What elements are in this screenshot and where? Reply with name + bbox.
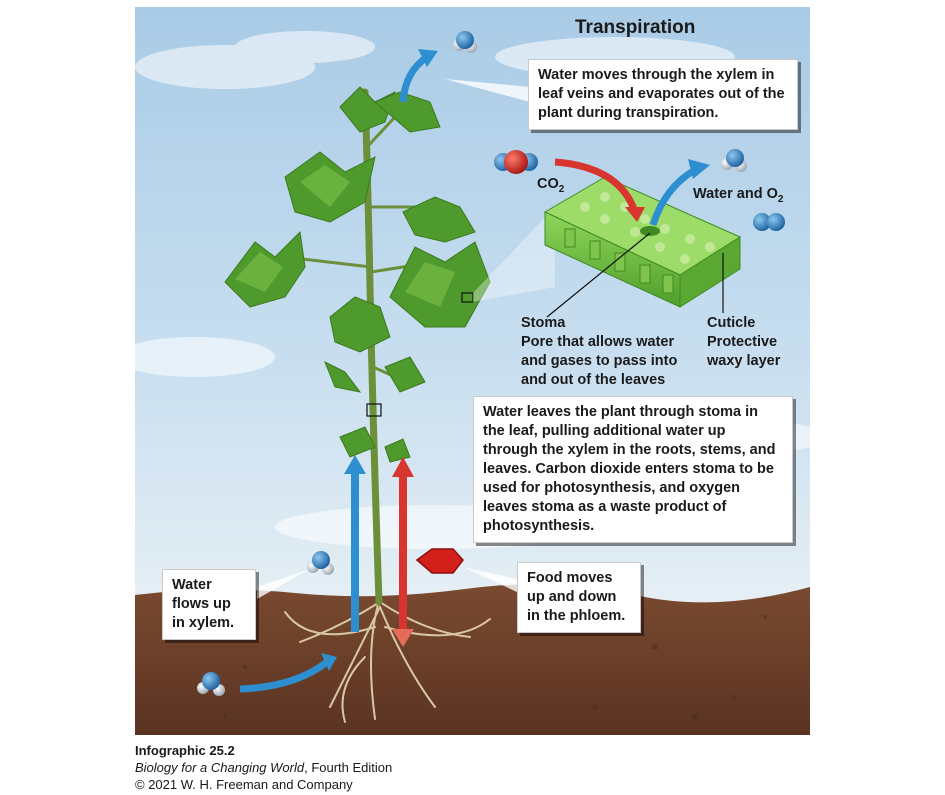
- cuticle-label: Cuticle Protective waxy layer: [707, 314, 797, 371]
- stoma-pointer: [546, 232, 651, 318]
- stoma-pore: [640, 226, 660, 236]
- callout-food-phloem: Food moves up and down in the phloem.: [517, 562, 641, 633]
- callout-stoma-process: Water leaves the plant through stoma in …: [473, 396, 793, 543]
- soil-ground: [135, 584, 810, 735]
- stoma-label: Stoma Pore that allows water and gases t…: [521, 314, 701, 390]
- cuticle-title: Cuticle: [707, 315, 756, 331]
- phloem-arrow-shaft: [399, 475, 407, 630]
- phloem-arrowhead-bottom: [392, 629, 414, 647]
- water-molecule-stoma: [721, 149, 747, 172]
- transpiration-figure: Transpiration Water moves through the xy…: [135, 7, 810, 735]
- co2-molecule: [494, 150, 538, 174]
- caption-book: Biology for a Changing World: [135, 760, 305, 775]
- figure-caption: Infographic 25.2 Biology for a Changing …: [135, 742, 392, 793]
- leaf-cross-section: [543, 176, 742, 308]
- stoma-description: Pore that allows water and gases to pass…: [521, 334, 678, 388]
- pointer-water-callout: [257, 569, 310, 599]
- callout-xylem-leaf-text: Water moves through the xylem in leaf ve…: [538, 67, 785, 121]
- xylem-arrowhead: [344, 455, 366, 474]
- cuticle-description: Protective waxy layer: [707, 334, 781, 369]
- water-out-arrowhead: [688, 159, 710, 179]
- plant-roots: [284, 596, 491, 723]
- pointer-leaf-callout: [445, 79, 530, 102]
- callout-water-xylem-text: Water flows up in xylem.: [172, 577, 235, 631]
- xylem-arrow-shaft: [351, 472, 359, 632]
- water-out-arrow: [649, 166, 697, 227]
- food-molecule-hexagon: [415, 548, 464, 574]
- leaf-zoom-marker: [461, 292, 474, 303]
- soil-texture: [172, 615, 767, 720]
- callout-water-xylem: Water flows up in xylem.: [162, 569, 256, 640]
- callout-food-phloem-text: Food moves up and down in the phloem.: [527, 570, 626, 624]
- caption-edition: , Fourth Edition: [304, 760, 393, 775]
- callout-xylem-leaf: Water moves through the xylem in leaf ve…: [528, 59, 798, 130]
- caption-title: Infographic 25.2: [135, 743, 235, 758]
- zoom-connector: [473, 207, 555, 302]
- stem-zoom-marker: [366, 403, 382, 417]
- figure-title: Transpiration: [575, 17, 696, 38]
- pointer-food-callout: [463, 567, 517, 592]
- water-molecule-xylem: [307, 551, 334, 575]
- root-water-arrowhead: [321, 653, 337, 671]
- phloem-arrowhead-top: [392, 457, 414, 477]
- co2-arrowhead: [625, 207, 645, 222]
- stoma-title: Stoma: [521, 315, 566, 331]
- water-o2-label: Water and O2: [693, 186, 784, 205]
- water-molecule-top: [453, 31, 477, 53]
- co2-arrow: [554, 158, 639, 214]
- caption-copyright: © 2021 W. H. Freeman and Company: [135, 777, 353, 792]
- oxygen-molecule: [753, 213, 785, 231]
- water-molecule-soil: [197, 672, 225, 696]
- callout-stoma-process-text: Water leaves the plant through stoma in …: [483, 404, 776, 534]
- leaf-highlights: [235, 165, 455, 307]
- transpiration-arrowhead: [418, 49, 438, 67]
- root-water-arrow: [239, 659, 330, 693]
- co2-label: CO2: [537, 176, 565, 195]
- caption-source: Biology for a Changing World, Fourth Edi…: [135, 759, 392, 776]
